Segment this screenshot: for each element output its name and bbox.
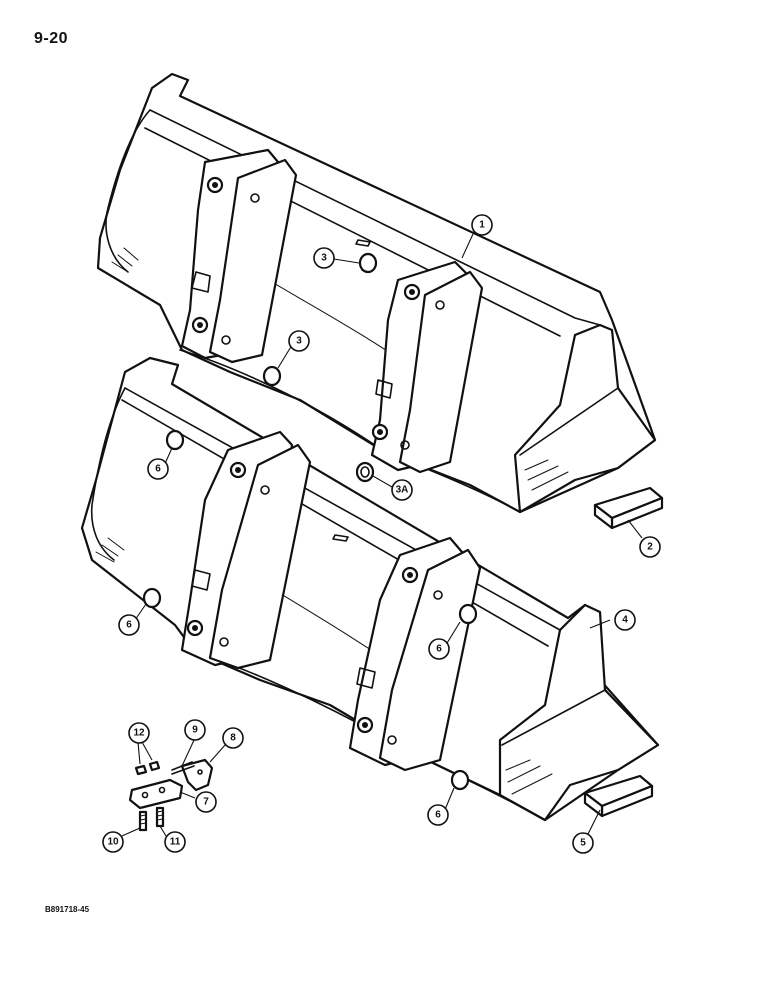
upper-right-hitch-bracket bbox=[370, 260, 484, 474]
svg-text:1: 1 bbox=[479, 220, 485, 231]
svg-text:9: 9 bbox=[192, 725, 198, 736]
svg-text:3: 3 bbox=[296, 336, 302, 347]
latch-hardware-assembly bbox=[128, 758, 214, 832]
callout-10: 10 bbox=[102, 831, 124, 853]
bolt-11 bbox=[155, 806, 165, 828]
svg-text:4: 4 bbox=[622, 615, 628, 626]
upper-right-side-plate bbox=[513, 323, 657, 514]
bushing-6-a bbox=[165, 429, 185, 451]
callout-4: 4 bbox=[614, 609, 636, 631]
callout-3A: 3A bbox=[391, 479, 413, 501]
callout-6-d: 6 bbox=[427, 804, 449, 826]
lower-bucket bbox=[80, 356, 660, 822]
callout-9: 9 bbox=[184, 719, 206, 741]
lower-right-hitch-bracket bbox=[348, 536, 482, 772]
callout-12: 12 bbox=[128, 722, 150, 744]
callout-5: 5 bbox=[572, 832, 594, 854]
svg-text:6: 6 bbox=[435, 810, 441, 821]
svg-text:6: 6 bbox=[436, 644, 442, 655]
wear-pad-2 bbox=[593, 486, 664, 530]
upper-bucket bbox=[96, 72, 657, 514]
svg-text:5: 5 bbox=[580, 838, 586, 849]
svg-text:6: 6 bbox=[126, 620, 132, 631]
callout-8: 8 bbox=[222, 727, 244, 749]
page-number: 9-20 bbox=[34, 30, 69, 47]
callout-7: 7 bbox=[195, 791, 217, 813]
bushing-6-d bbox=[450, 769, 470, 791]
svg-text:8: 8 bbox=[230, 733, 236, 744]
callout-1: 1 bbox=[471, 214, 493, 236]
wear-pad-5 bbox=[583, 774, 654, 818]
svg-text:3: 3 bbox=[321, 253, 327, 264]
ring-3a bbox=[355, 461, 375, 483]
lower-left-hitch-bracket bbox=[180, 430, 312, 670]
bushing-3-upper bbox=[358, 252, 378, 274]
svg-text:6: 6 bbox=[155, 464, 161, 475]
svg-text:10: 10 bbox=[107, 837, 119, 848]
bushing-3-lower bbox=[262, 365, 282, 387]
bushing-6-c bbox=[458, 603, 478, 625]
callout-6-a: 6 bbox=[147, 458, 169, 480]
svg-text:2: 2 bbox=[647, 542, 653, 553]
callout-2: 2 bbox=[639, 536, 661, 558]
bushing-6-b bbox=[142, 587, 162, 609]
callout-6-b: 6 bbox=[118, 614, 140, 636]
callout-3-lower: 3 bbox=[288, 330, 310, 352]
callout-3-upper: 3 bbox=[313, 247, 335, 269]
callout-6-c: 6 bbox=[428, 638, 450, 660]
svg-text:12: 12 bbox=[133, 728, 145, 739]
upper-left-hitch-bracket bbox=[180, 148, 298, 364]
bolt-10 bbox=[138, 810, 148, 832]
figure-code: B891718-45 bbox=[45, 905, 90, 914]
svg-text:3A: 3A bbox=[396, 485, 409, 496]
callout-11: 11 bbox=[164, 831, 186, 853]
nut-12 bbox=[134, 760, 161, 776]
svg-text:7: 7 bbox=[203, 797, 209, 808]
svg-text:11: 11 bbox=[170, 837, 181, 848]
plate-7 bbox=[128, 778, 184, 810]
